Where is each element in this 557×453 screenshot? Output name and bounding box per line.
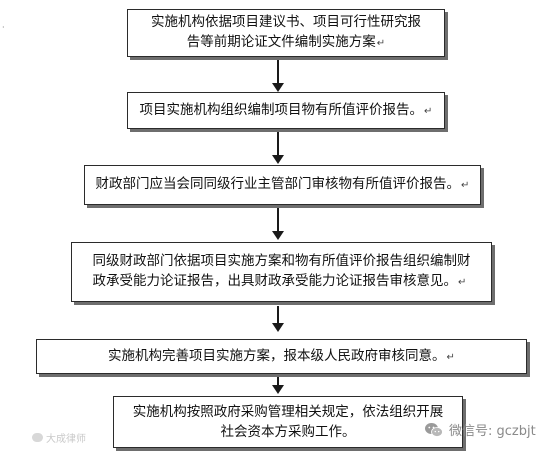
arrow-3-head [272, 231, 284, 240]
flow-step-3: 财政部门应当会同同级行业主管部门审核物有所值评价报告。↵ [84, 165, 481, 205]
watermark-left: 大成律师 [32, 430, 86, 445]
flow-step-1-line-2: 告等前期论证文件编制实施方案 [186, 34, 376, 50]
flow-step-4-text: 同级财政部门依据项目实施方案和物有所值评价报告组织编制财 政承受能力论证报告，出… [93, 251, 471, 293]
paragraph-mark: ↵ [458, 277, 467, 288]
flow-step-3-line-1: 财政部门应当会同同级行业主管部门审核物有所值评价报告。 [95, 176, 461, 192]
edge-marker: · [2, 23, 5, 32]
watermark-left-text: 大成律师 [46, 434, 86, 445]
arrow-4 [277, 306, 279, 325]
watermark-right: 微信号: gczbjt [424, 420, 536, 439]
arrow-2 [277, 132, 279, 157]
flow-step-4-line-2: 政承受能力论证报告，出具财政承受能力论证报告审核意见。 [92, 273, 458, 289]
flow-step-6: 实施机构按照政府采购管理相关规定，依法组织开展 社会资本方采购工作。 [113, 396, 463, 448]
paragraph-mark: ↵ [424, 105, 433, 117]
flow-step-1-line-1: 实施机构依据项目建议书、项目可行性研究报 [151, 14, 421, 30]
flow-step-6-line-2: 社会资本方采购工作。 [220, 424, 356, 440]
wechat-icon [424, 422, 444, 438]
arrow-5 [277, 377, 279, 387]
flow-step-4: 同级财政部门依据项目实施方案和物有所值评价报告组织编制财 政承受能力论证报告，出… [71, 242, 492, 302]
arrow-4-head [272, 323, 284, 332]
arrow-5-head [272, 385, 284, 394]
flow-step-2-text: 项目实施机构组织编制项目物有所值评价报告。↵ [140, 100, 433, 122]
flow-step-6-text: 实施机构按照政府采购管理相关规定，依法组织开展 社会资本方采购工作。 [133, 402, 444, 442]
watermark-right-text: 微信号: gczbjt [449, 424, 536, 439]
flow-step-5-text: 实施机构完善项目实施方案，报本级人民政府审核同意。↵ [108, 346, 455, 368]
arrow-3 [277, 208, 279, 233]
arrow-2-head [272, 155, 284, 164]
flow-step-6-line-1: 实施机构按照政府采购管理相关规定，依法组织开展 [132, 404, 444, 420]
paragraph-mark: ↵ [446, 351, 455, 363]
flow-step-2: 项目实施机构组织编制项目物有所值评价报告。↵ [127, 92, 445, 129]
flow-step-3-text: 财政部门应当会同同级行业主管部门审核物有所值评价报告。↵ [96, 174, 470, 196]
flow-step-1: 实施机构依据项目建议书、项目可行性研究报 告等前期论证文件编制实施方案↵ [127, 9, 445, 57]
paragraph-mark: ↵ [376, 38, 386, 49]
flow-step-5-line-1: 实施机构完善项目实施方案，报本级人民政府审核同意。 [108, 347, 446, 364]
flow-step-4-line-1: 同级财政部门依据项目实施方案和物有所值评价报告组织编制财 [92, 253, 471, 269]
flow-step-5: 实施机构完善项目实施方案，报本级人民政府审核同意。↵ [36, 339, 527, 374]
flow-step-1-text: 实施机构依据项目建议书、项目可行性研究报 告等前期论证文件编制实施方案↵ [151, 12, 421, 54]
flow-step-2-line-1: 项目实施机构组织编制项目物有所值评价报告。 [139, 101, 424, 118]
law-firm-logo-icon [32, 433, 43, 442]
arrow-1-head [272, 83, 284, 92]
arrow-1 [277, 60, 279, 85]
paragraph-mark: ↵ [461, 180, 470, 191]
